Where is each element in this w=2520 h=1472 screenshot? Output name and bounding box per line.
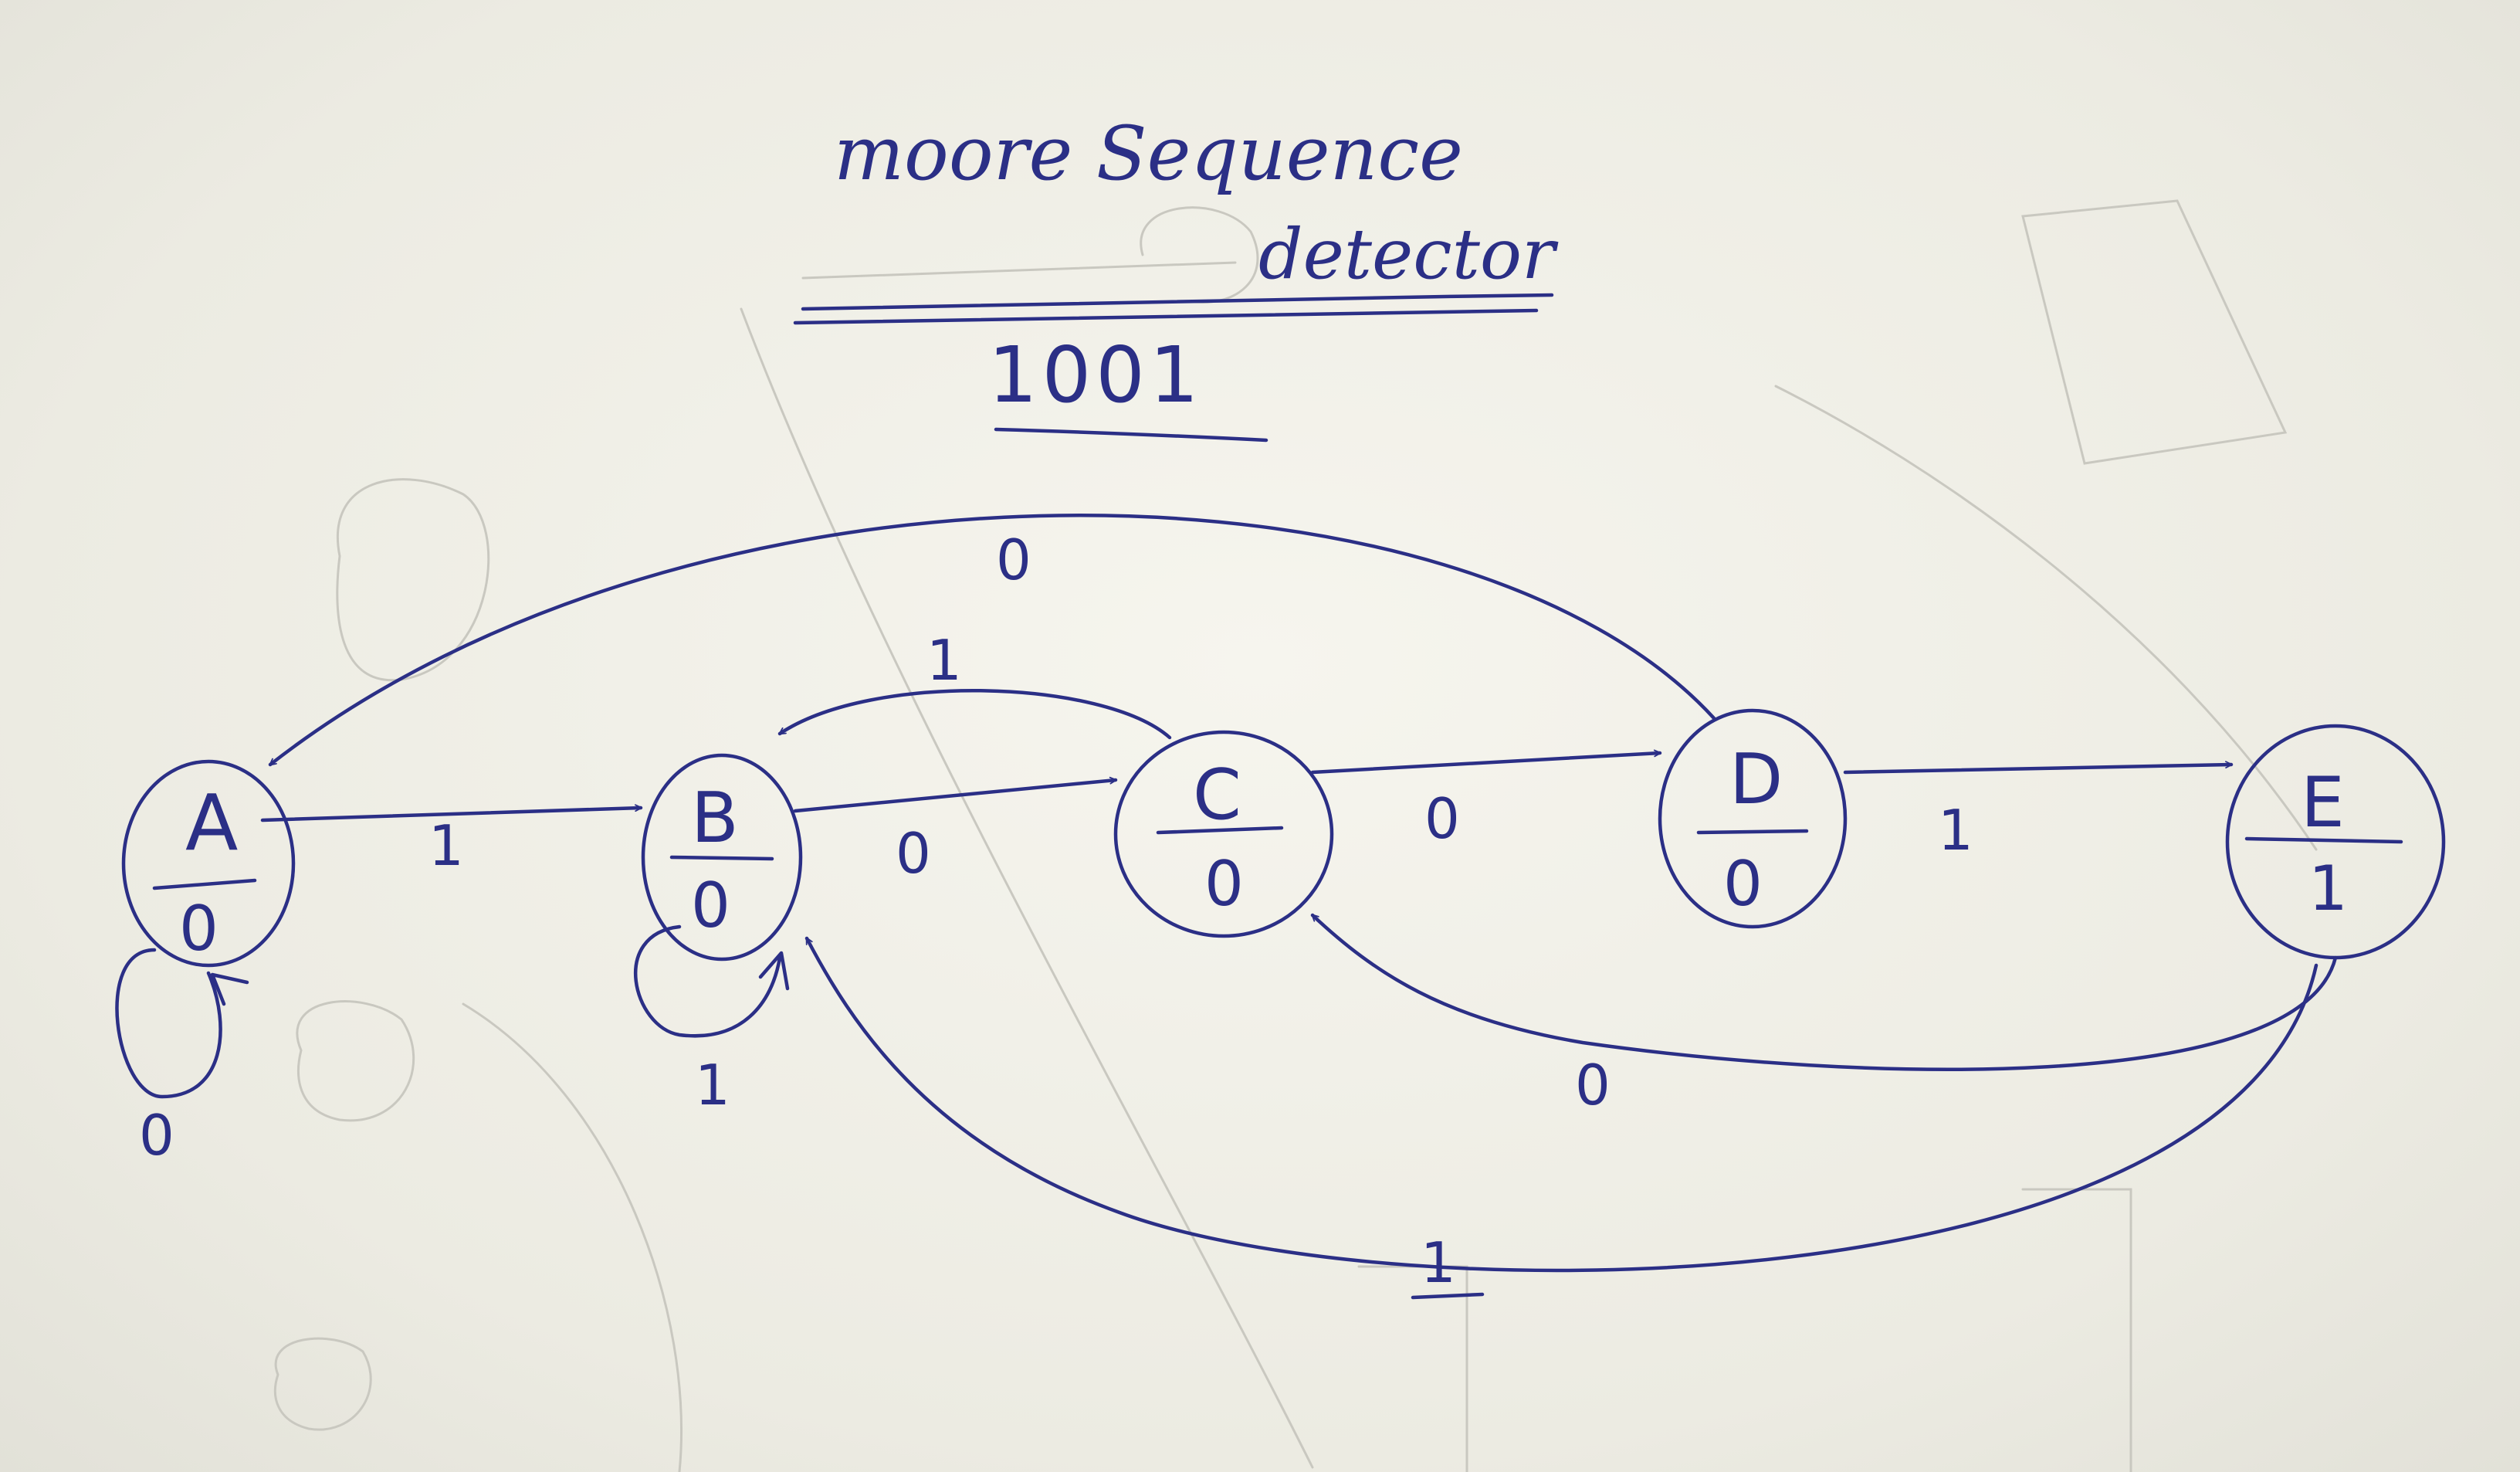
transition-C-D: 0 — [1310, 749, 1662, 851]
state-circle-D — [1658, 708, 1848, 929]
loop-A — [115, 948, 222, 1099]
state-A: A 0 — [121, 759, 296, 968]
arrow-E-C — [1310, 913, 2338, 1071]
arrow-D-A — [268, 514, 1716, 767]
state-divider-D — [1696, 829, 1809, 835]
transition-B-B: 1 — [634, 924, 790, 1118]
state-circle-C — [1113, 730, 1334, 938]
state-circle-A — [121, 759, 296, 968]
state-name-C: C — [1193, 755, 1241, 836]
transition-D-A: 0 — [268, 514, 1716, 767]
loop-B-arrowhead — [758, 951, 790, 991]
loop-A-arrowhead — [210, 972, 249, 1006]
transition-A-B: 1 — [260, 804, 643, 878]
sequence-underline — [994, 427, 1268, 443]
label-D-A: 0 — [996, 527, 1031, 592]
arrow-D-E — [1843, 761, 2234, 775]
state-divider-A — [152, 878, 257, 890]
label-D-E: 1 — [1938, 798, 1973, 863]
label-B-C: 0 — [896, 821, 931, 886]
state-E: E 1 — [2225, 724, 2446, 960]
arrow-E-B — [804, 936, 2318, 1273]
state-name-A: A — [185, 778, 238, 868]
label-B-B: 1 — [695, 1053, 730, 1118]
state-output-C: 0 — [1204, 848, 1244, 920]
state-name-D: D — [1729, 739, 1783, 820]
transition-B-C: 0 — [793, 776, 1118, 886]
state-output-A: 0 — [179, 893, 218, 965]
state-B: B 0 — [641, 753, 803, 962]
title-line1: moore Sequence — [834, 110, 1463, 197]
sequence-label: 1001 — [988, 330, 1204, 420]
transition-A-A: 0 — [115, 948, 249, 1168]
label-C-B: 1 — [926, 628, 962, 693]
label-A-B: 1 — [428, 813, 464, 878]
arrow-A-B — [260, 804, 643, 822]
state-D: D 0 — [1658, 708, 1848, 929]
state-divider-B — [669, 855, 774, 861]
state-name-E: E — [2301, 762, 2345, 843]
arrow-B-C — [793, 776, 1118, 813]
state-output-E: 1 — [2308, 853, 2348, 924]
transition-C-B: 1 — [777, 628, 1172, 740]
state-C: C 0 — [1113, 730, 1334, 938]
arrow-C-B — [777, 689, 1172, 740]
label-A-A: 0 — [139, 1103, 174, 1168]
state-divider-E — [2244, 836, 2403, 844]
loop-B — [634, 924, 782, 1038]
state-name-B: B — [691, 778, 739, 859]
label-E-C: 0 — [1575, 1053, 1611, 1118]
state-output-B: 0 — [691, 870, 730, 941]
transition-E-C: 0 — [1310, 913, 2338, 1118]
state-output-D: 0 — [1723, 848, 1763, 920]
arrow-C-D — [1310, 749, 1662, 775]
transition-D-E: 1 — [1843, 761, 2234, 863]
bleed-through-marks — [273, 199, 2318, 1472]
label-E-B-underline — [1411, 1292, 1485, 1300]
transition-E-B: 1 — [804, 936, 2318, 1300]
label-C-D: 0 — [1424, 786, 1460, 851]
state-circle-B — [641, 753, 803, 962]
title-block: moore Sequence detector 1001 — [793, 110, 1559, 443]
title-line2: detector — [1258, 214, 1559, 295]
title-underline-1 — [801, 293, 1554, 311]
label-E-B: 1 — [1421, 1230, 1456, 1295]
state-divider-C — [1156, 826, 1284, 835]
title-underline-2 — [793, 308, 1539, 325]
